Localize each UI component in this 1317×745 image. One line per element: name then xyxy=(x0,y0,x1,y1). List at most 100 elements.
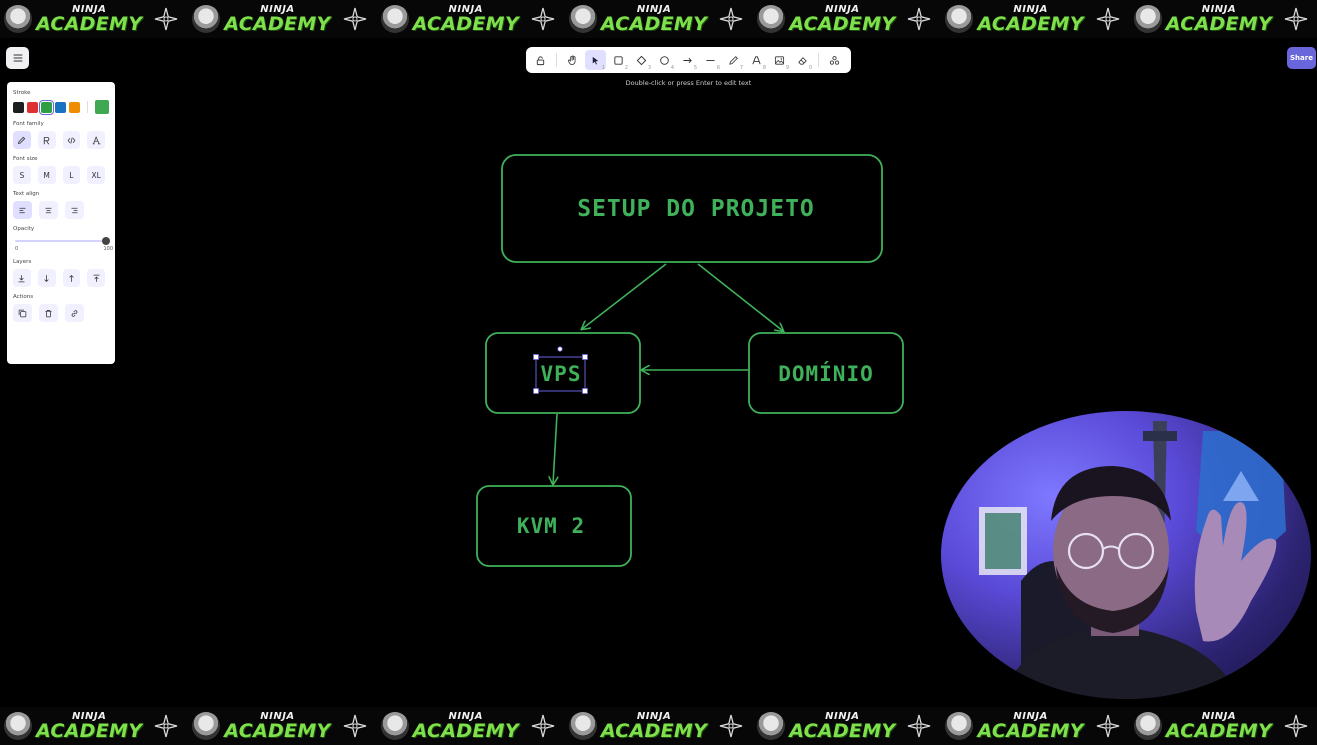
opacity-slider-thumb[interactable] xyxy=(102,237,110,245)
font-family-options xyxy=(13,131,109,149)
font-hand-drawn-button[interactable] xyxy=(13,131,31,149)
tool-line[interactable]: 6 xyxy=(700,50,721,71)
tool-shortcut: 2 xyxy=(624,65,628,71)
text-align-label: Text align xyxy=(13,191,40,197)
dominio-label[interactable]: DOMÍNIO xyxy=(778,361,874,386)
setup-label[interactable]: SETUP DO PROJETO xyxy=(577,196,815,222)
bring-to-front-button[interactable] xyxy=(87,269,105,287)
stroke-color-swatch[interactable] xyxy=(69,101,80,113)
current-stroke-color[interactable] xyxy=(95,100,109,114)
pencil-icon xyxy=(729,55,738,65)
stroke-color-swatch[interactable] xyxy=(13,101,24,113)
send-to-back-button[interactable] xyxy=(13,269,31,287)
stroke-label: Stroke xyxy=(13,90,31,96)
shuriken-icon xyxy=(531,7,555,31)
brand-small-text: NINJA xyxy=(825,710,860,722)
dominio-box[interactable] xyxy=(748,332,904,414)
brand-small-text: NINJA xyxy=(448,3,483,15)
align-center-icon xyxy=(45,207,52,213)
font-size-xl-button[interactable]: XL xyxy=(87,166,105,184)
font-size-l-button[interactable]: L xyxy=(62,166,81,184)
font-serif-button[interactable] xyxy=(87,131,105,149)
font-size-m-button[interactable]: M xyxy=(37,166,56,184)
delete-button[interactable] xyxy=(39,304,58,322)
font-normal-button[interactable] xyxy=(37,131,56,149)
brand-large-text: ACADEMY xyxy=(600,719,708,742)
tool-selection[interactable]: 1 xyxy=(585,50,606,71)
letter-a-icon xyxy=(43,136,50,144)
font-size-s-button[interactable]: S xyxy=(13,166,31,184)
align-right-button[interactable] xyxy=(65,201,84,219)
brand-large-text: ACADEMY xyxy=(412,719,519,742)
tool-ellipse[interactable]: 4 xyxy=(654,50,675,71)
presenter-webcam xyxy=(941,411,1311,699)
kvm-label[interactable]: KVM 2 xyxy=(517,514,585,538)
font-size-options: S M L XL xyxy=(13,166,109,184)
brand-small-text: NINJA xyxy=(71,710,107,722)
tool-arrow[interactable]: 5 xyxy=(677,50,698,71)
duplicate-button[interactable] xyxy=(13,304,32,322)
stroke-color-swatch[interactable] xyxy=(39,99,54,115)
arrow-vps-to-kvm[interactable] xyxy=(553,413,557,484)
arrow-setup-to-dominio[interactable] xyxy=(697,263,783,331)
tool-eraser[interactable]: 0 xyxy=(792,50,813,71)
layers-label: Layers xyxy=(13,259,32,265)
arrow-setup-to-vps[interactable] xyxy=(582,263,667,329)
vps-label[interactable]: VPS xyxy=(541,362,582,386)
stroke-color-swatch[interactable] xyxy=(55,101,66,113)
ninja-mascot-logo xyxy=(945,5,974,33)
tool-text[interactable]: 8 xyxy=(746,50,767,71)
hand-icon xyxy=(568,55,576,65)
drawing-canvas[interactable]: SETUP DO PROJETO VPS DOMÍNIO KVM 2 xyxy=(0,38,1317,707)
bring-forward-button[interactable] xyxy=(62,269,81,287)
ninja-mascot-logo xyxy=(568,712,597,740)
brand-large-text: ACADEMY xyxy=(1165,12,1273,35)
brand-large-text: ACADEMY xyxy=(977,719,1084,742)
tool-draw[interactable]: 7 xyxy=(723,50,744,71)
main-menu-button[interactable] xyxy=(6,47,29,69)
tool-lock[interactable] xyxy=(530,50,551,70)
text-style-icon xyxy=(92,135,100,144)
align-center-button[interactable] xyxy=(39,201,58,219)
action-options xyxy=(13,304,109,322)
brand-small-text: NINJA xyxy=(825,3,860,15)
tool-shortcut: 9 xyxy=(785,65,789,71)
font-size-label: Font size xyxy=(13,156,38,162)
text-selection-box[interactable] xyxy=(533,346,588,394)
opacity-slider[interactable] xyxy=(15,236,110,246)
link-button[interactable] xyxy=(65,304,84,322)
tool-shortcut: 5 xyxy=(693,65,697,71)
send-to-back-icon xyxy=(18,274,25,282)
ninja-mascot-logo xyxy=(757,5,786,33)
opacity-range: 0 100 xyxy=(15,246,113,252)
share-button[interactable]: Share xyxy=(1287,47,1316,69)
brand-large-text: ACADEMY xyxy=(36,12,143,35)
send-backward-button[interactable] xyxy=(37,269,56,287)
align-left-button[interactable] xyxy=(13,201,32,219)
setup-box[interactable] xyxy=(501,154,883,263)
actions-label: Actions xyxy=(13,294,34,300)
tool-hand[interactable] xyxy=(562,50,583,70)
lock-icon xyxy=(536,55,545,65)
tool-diamond[interactable]: 3 xyxy=(631,50,652,71)
stroke-color-swatch[interactable] xyxy=(27,101,38,113)
brand-large-text: ACADEMY xyxy=(789,12,896,35)
tool-rectangle[interactable]: 2 xyxy=(608,50,629,71)
shuriken-icon xyxy=(343,714,366,738)
properties-panel: Stroke Font family Font size S M L XL Te… xyxy=(7,82,115,364)
tool-extra[interactable] xyxy=(824,50,845,70)
tool-image[interactable]: 9 xyxy=(769,50,790,71)
font-code-button[interactable] xyxy=(62,131,81,149)
shuriken-icon xyxy=(155,714,178,738)
